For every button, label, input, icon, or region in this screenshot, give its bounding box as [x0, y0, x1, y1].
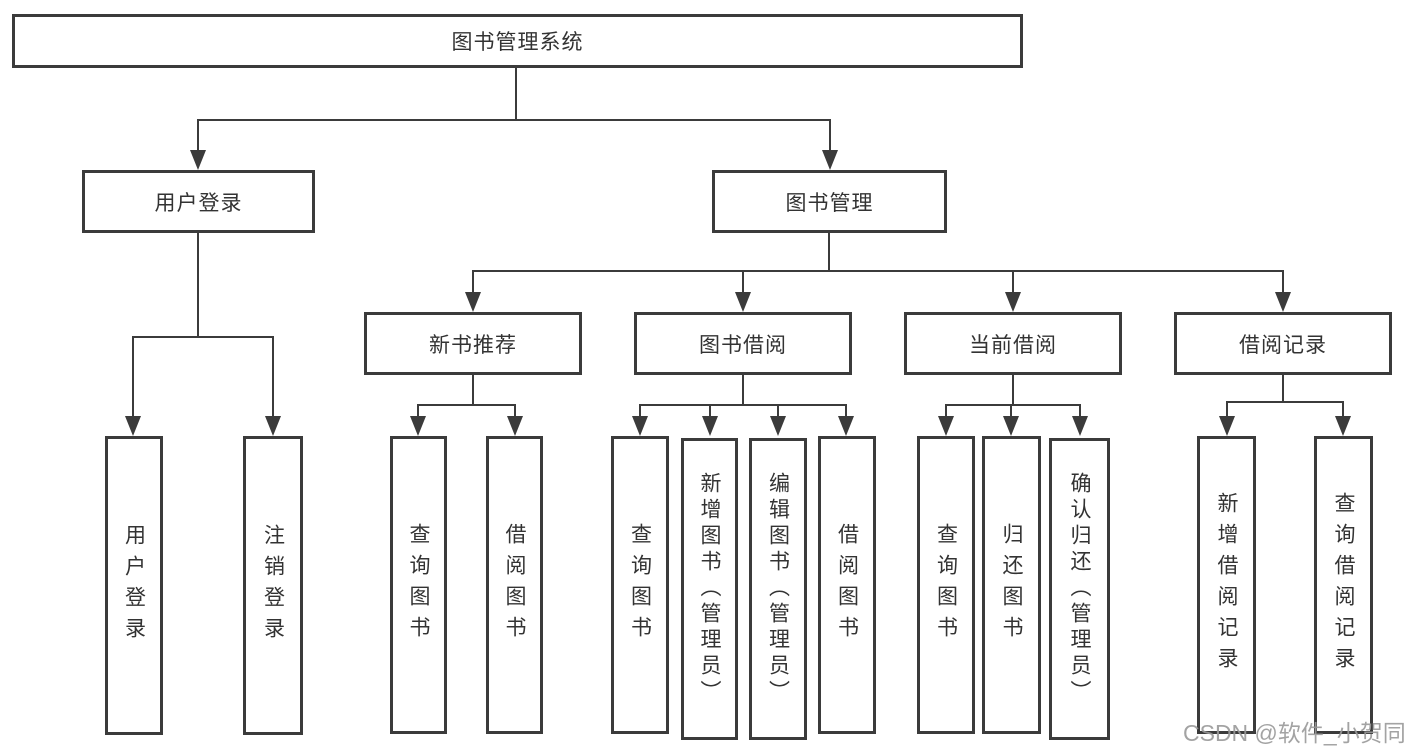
- arrow-down-icon: [1335, 416, 1351, 436]
- connector-line: [1226, 401, 1344, 403]
- arrow-down-icon: [1005, 292, 1021, 312]
- connector-line: [1226, 401, 1228, 418]
- connector-line: [132, 336, 273, 338]
- leaf-add-books-admin: 新增图书（管理员）: [681, 438, 738, 740]
- arrow-down-icon: [702, 416, 718, 436]
- node-new-book-recommendation: 新书推荐: [364, 312, 582, 375]
- leaf-add-borrow-record: 新增借阅记录: [1197, 436, 1256, 734]
- connector-line: [1012, 270, 1014, 294]
- connector-line: [709, 404, 711, 418]
- connector-line: [472, 375, 474, 406]
- node-user-login: 用户登录: [82, 170, 315, 233]
- node-library-management-system: 图书管理系统: [12, 14, 1023, 68]
- leaf-query-books-borrow: 查询图书: [611, 436, 669, 734]
- connector-line: [1342, 401, 1344, 418]
- connector-line: [197, 119, 831, 121]
- connector-line: [1282, 270, 1284, 294]
- arrow-down-icon: [410, 416, 426, 436]
- arrow-down-icon: [507, 416, 523, 436]
- arrow-down-icon: [1072, 416, 1088, 436]
- connector-line: [197, 233, 199, 338]
- node-book-management: 图书管理: [712, 170, 947, 233]
- connector-line: [515, 68, 517, 121]
- leaf-query-books-recommend: 查询图书: [390, 436, 447, 734]
- connector-line: [945, 404, 947, 418]
- arrow-down-icon: [1275, 292, 1291, 312]
- arrow-down-icon: [938, 416, 954, 436]
- arrow-down-icon: [632, 416, 648, 436]
- connector-line: [197, 119, 199, 151]
- connector-line: [472, 270, 1284, 272]
- connector-line: [472, 270, 474, 294]
- connector-line: [828, 233, 830, 272]
- connector-line: [777, 404, 779, 418]
- connector-line: [742, 375, 744, 406]
- arrow-down-icon: [1219, 416, 1235, 436]
- arrow-down-icon: [822, 150, 838, 170]
- node-book-borrowing: 图书借阅: [634, 312, 852, 375]
- node-borrowing-records: 借阅记录: [1174, 312, 1392, 375]
- connector-line: [639, 404, 641, 418]
- leaf-confirm-return-admin: 确认归还（管理员）: [1049, 438, 1110, 740]
- connector-line: [945, 404, 1081, 406]
- leaf-query-borrow-record: 查询借阅记录: [1314, 436, 1373, 734]
- connector-line: [272, 336, 274, 416]
- arrow-down-icon: [190, 150, 206, 170]
- arrow-down-icon: [770, 416, 786, 436]
- leaf-borrow-books: 借阅图书: [818, 436, 876, 734]
- leaf-user-login: 用户登录: [105, 436, 163, 735]
- arrow-down-icon: [838, 416, 854, 436]
- arrow-down-icon: [125, 416, 141, 436]
- leaf-return-books: 归还图书: [982, 436, 1041, 734]
- connector-line: [845, 404, 847, 418]
- connector-line: [417, 404, 516, 406]
- connector-line: [639, 404, 847, 406]
- connector-line: [829, 119, 831, 151]
- connector-line: [1010, 404, 1012, 418]
- arrow-down-icon: [735, 292, 751, 312]
- connector-line: [417, 404, 419, 418]
- node-current-borrowing: 当前借阅: [904, 312, 1122, 375]
- leaf-borrow-books-recommend: 借阅图书: [486, 436, 543, 734]
- connector-line: [132, 336, 134, 416]
- leaf-edit-books-admin: 编辑图书（管理员）: [749, 438, 807, 740]
- connector-line: [742, 270, 744, 294]
- connector-line: [1012, 375, 1014, 406]
- arrow-down-icon: [465, 292, 481, 312]
- csdn-watermark: CSDN @软件_小贺同学: [1183, 720, 1405, 746]
- connector-line: [1079, 404, 1081, 418]
- arrow-down-icon: [1003, 416, 1019, 436]
- arrow-down-icon: [265, 416, 281, 436]
- connector-line: [514, 404, 516, 418]
- leaf-query-books-current: 查询图书: [917, 436, 975, 734]
- leaf-logout: 注销登录: [243, 436, 303, 735]
- connector-line: [1282, 375, 1284, 403]
